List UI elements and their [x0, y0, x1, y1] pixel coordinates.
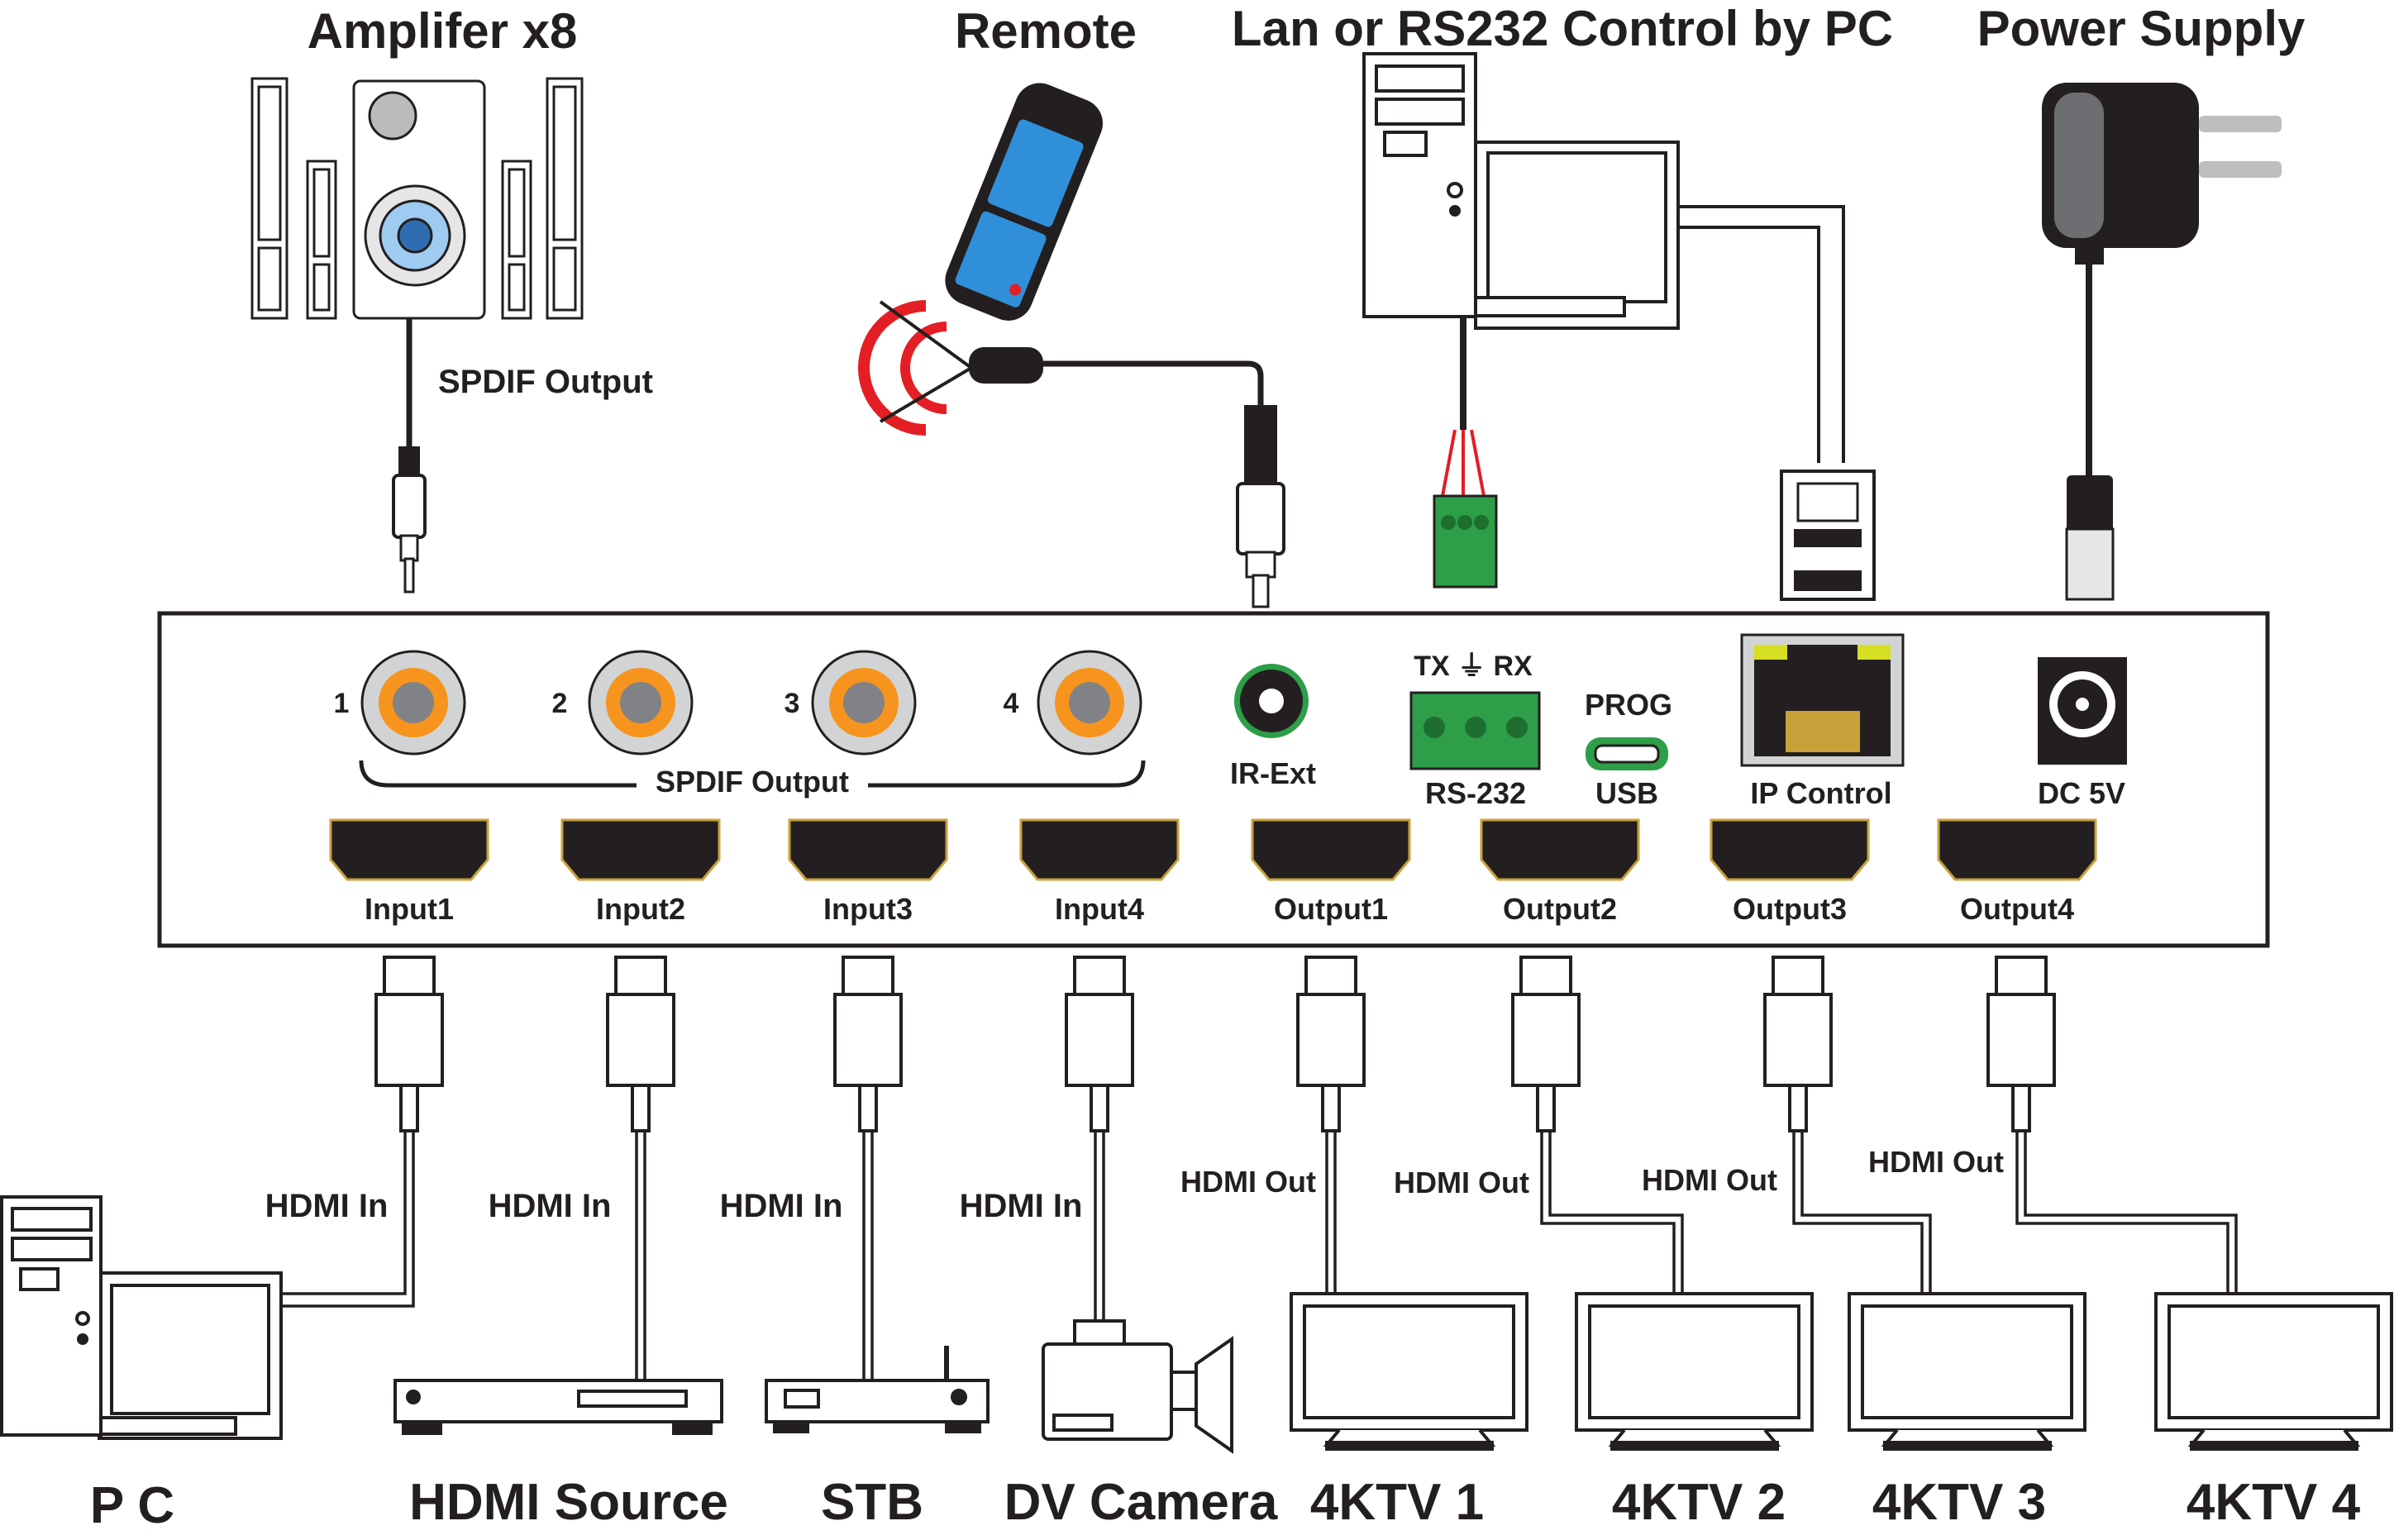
spdif-number-3: 3: [784, 688, 800, 719]
amplifier-title: Amplifer x8: [308, 3, 578, 59]
hdmi-port-input3[interactable]: [788, 818, 948, 881]
hdmi-port-output4[interactable]: [1937, 818, 2097, 881]
device-label-4ktv-1: 4KTV 1: [1310, 1474, 1484, 1531]
ir-ext-jack[interactable]: [1234, 664, 1309, 738]
dc-5v-label: DC 5V: [2038, 776, 2125, 810]
power-supply-title: Power Supply: [1977, 1, 2306, 56]
ir-ext-label: IR-Ext: [1230, 756, 1316, 790]
4ktv-2-icon: [1575, 1292, 1814, 1451]
4ktv-3-icon: [1848, 1292, 2086, 1451]
cable-label-input1: HDMI In: [265, 1188, 389, 1224]
cable-label-output1: HDMI Out: [1180, 1165, 1316, 1199]
hdmi-cable-output4: [1986, 956, 2056, 1132]
spdif-cable-label: SPDIF Output: [438, 364, 653, 400]
spdif-cable: [392, 318, 427, 594]
device-label-stb: STB: [821, 1474, 923, 1531]
dc-power-jack[interactable]: [2038, 657, 2127, 765]
stb-icon: [765, 1346, 990, 1433]
matrix-switch-rear-panel: [157, 611, 2270, 948]
hdmi-cable-runs: [281, 1131, 2238, 1380]
cable-label-input3: HDMI In: [720, 1188, 843, 1224]
dv-camera-icon: [1042, 1319, 1233, 1454]
device-label-hdmi-source: HDMI Source: [409, 1474, 728, 1531]
hdmi-cable-output3: [1763, 956, 1833, 1132]
hdmi-cables: [374, 956, 2056, 1132]
device-label-dv-camera: DV Camera: [1004, 1474, 1278, 1531]
4ktv-1-icon: [1290, 1292, 1528, 1451]
hdmi-port-label-input2: Input2: [596, 892, 685, 926]
pc-icon: [0, 1195, 283, 1440]
amplifier-speakers-icon: [250, 77, 584, 320]
hdmi-port-label-output3: Output3: [1733, 892, 1847, 926]
spdif-number-4: 4: [1004, 688, 1019, 719]
rs232-cable: [1433, 317, 1498, 589]
spdif-group-label: SPDIF Output: [656, 765, 849, 799]
cable-label-output4: HDMI Out: [1868, 1145, 2004, 1179]
hdmi-port-label-input4: Input4: [1055, 892, 1144, 926]
usb-label: USB: [1595, 776, 1658, 810]
device-label-4ktv-3: 4KTV 3: [1872, 1474, 2046, 1531]
remote-title: Remote: [955, 3, 1137, 59]
hdmi-cable-input1: [374, 956, 444, 1132]
hdmi-port-output3[interactable]: [1710, 818, 1870, 881]
spdif-group-bracket: [359, 760, 1146, 788]
hdmi-port-input4[interactable]: [1019, 818, 1180, 881]
cable-label-output3: HDMI Out: [1642, 1163, 1777, 1197]
spdif-jack-4[interactable]: [1037, 650, 1142, 756]
device-label-4ktv-4: 4KTV 4: [2187, 1474, 2361, 1531]
spdif-number-1: 1: [334, 688, 350, 719]
spdif-number-2: 2: [552, 688, 568, 719]
spdif-jack-3[interactable]: [811, 650, 917, 756]
power-adapter-icon: [2042, 83, 2282, 601]
pc-control-title: Lan or RS232 Control by PC: [1232, 1, 1893, 56]
hdmi-cable-output2: [1511, 956, 1581, 1132]
hdmi-cable-input2: [606, 956, 675, 1132]
hdmi-port-label-output4: Output4: [1960, 892, 2074, 926]
hdmi-port-input1[interactable]: [329, 818, 489, 881]
cable-label-input4: HDMI In: [960, 1188, 1083, 1224]
hdmi-port-label-output2: Output2: [1503, 892, 1617, 926]
hdmi-cable-output1: [1296, 956, 1366, 1132]
ip-control-label: IP Control: [1750, 776, 1891, 810]
hdmi-source-icon: [393, 1379, 723, 1435]
cable-label-output2: HDMI Out: [1394, 1166, 1529, 1199]
rs232-label: RS-232: [1425, 776, 1526, 810]
ethernet-port[interactable]: [1740, 633, 1905, 767]
hdmi-port-output2[interactable]: [1480, 818, 1640, 881]
spdif-jack-1[interactable]: [360, 650, 466, 756]
hdmi-cable-input3: [833, 956, 903, 1132]
cable-label-input2: HDMI In: [489, 1188, 612, 1224]
device-label-pc: P C: [90, 1477, 174, 1534]
4ktv-4-icon: [2154, 1292, 2393, 1451]
lan-cable: [1678, 205, 1876, 601]
hdmi-port-label-output1: Output1: [1274, 892, 1388, 926]
hdmi-port-input2[interactable]: [560, 818, 721, 881]
hdmi-port-label-input3: Input3: [823, 892, 913, 926]
hdmi-port-label-input1: Input1: [365, 892, 454, 926]
spdif-jack-2[interactable]: [588, 650, 694, 756]
ir-receiver-icon: [858, 300, 1285, 608]
rs232-pin-label: TX ⏚ RX: [1414, 651, 1533, 682]
spdif-jacks: [360, 650, 1142, 756]
control-pc-icon: [1362, 52, 1680, 330]
hdmi-port-output1[interactable]: [1251, 818, 1411, 881]
prog-label: PROG: [1585, 688, 1672, 722]
usb-port[interactable]: [1586, 737, 1668, 770]
rs232-terminal[interactable]: [1409, 691, 1541, 770]
device-label-4ktv-2: 4KTV 2: [1612, 1474, 1786, 1531]
remote-control-icon: [945, 83, 1104, 321]
hdmi-cable-input4: [1065, 956, 1134, 1132]
